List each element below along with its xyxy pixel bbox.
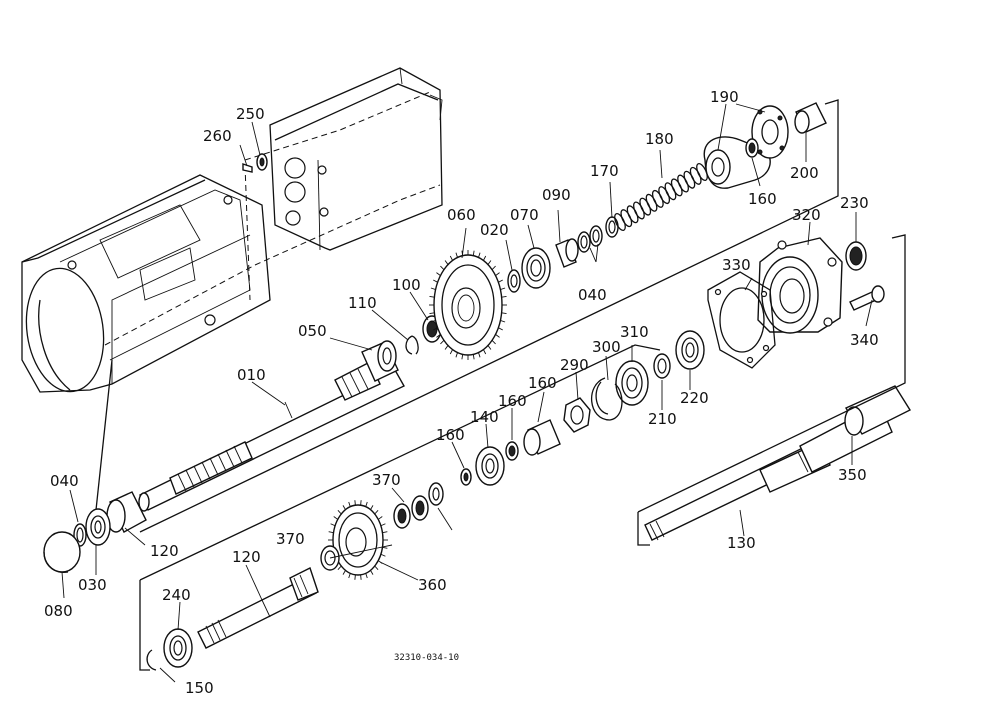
label-160-left: 160 <box>436 426 465 444</box>
upper-group-bracket <box>139 99 839 533</box>
part-090-collar <box>555 238 579 268</box>
label-210: 200 <box>790 164 819 182</box>
part-210-bushing <box>794 102 827 134</box>
part-010-shaft <box>138 361 405 512</box>
part-080-cap <box>43 531 81 573</box>
part-060-gear <box>429 250 507 360</box>
label-060: 060 <box>447 206 476 224</box>
label-340: 350 <box>838 466 867 484</box>
part-110-circlip <box>405 335 419 355</box>
lower-group-bracket-left <box>139 580 150 671</box>
label-220: 220 <box>680 389 709 407</box>
right-group-bracket <box>637 234 906 546</box>
label-040-front: 040 <box>50 472 79 490</box>
label-250: 240 <box>162 586 191 604</box>
part-160-ring-mid <box>505 441 519 461</box>
part-160-ring-lower <box>146 649 157 671</box>
part-250-bearing <box>163 628 193 668</box>
label-160-mid: 160 <box>498 392 527 410</box>
label-200: 190 <box>710 88 739 106</box>
label-030: 030 <box>78 576 107 594</box>
label-020: 020 <box>480 221 509 239</box>
part-290-nut <box>563 397 591 433</box>
label-150: 140 <box>470 408 499 426</box>
part-220-bearing <box>675 330 705 370</box>
label-290: 290 <box>560 356 589 374</box>
label-090: 090 <box>542 186 571 204</box>
label-280: 310 <box>620 323 649 341</box>
transmission-housing <box>21 67 443 511</box>
part-050-sleeve <box>361 340 399 382</box>
drawing-code: 32310-034-10 <box>394 653 459 663</box>
label-100: 100 <box>392 276 421 294</box>
label-160-lower: 150 <box>185 679 214 697</box>
part-280-bearing <box>615 360 649 406</box>
label-130: 130 <box>727 534 756 552</box>
label-370-left: 370 <box>276 530 305 548</box>
part-370-washer-right <box>428 482 444 506</box>
part-300-snap-ring <box>590 377 623 421</box>
label-270: 260 <box>203 127 232 145</box>
label-240: 230 <box>840 194 869 212</box>
label-160-upper: 160 <box>748 190 777 208</box>
label-110: 110 <box>348 294 377 312</box>
label-010: 010 <box>237 366 266 384</box>
part-200-flange <box>751 105 789 159</box>
label-330: 340 <box>850 331 879 349</box>
label-050: 050 <box>298 322 327 340</box>
part-040-ring-set <box>577 225 603 253</box>
part-240-seal <box>845 241 867 271</box>
label-190: 180 <box>645 130 674 148</box>
label-120: 120 <box>150 542 179 560</box>
part-330-bolt <box>849 285 885 311</box>
leader-lines <box>61 103 873 683</box>
part-030-bearing <box>85 508 111 546</box>
label-170: 160 <box>528 374 557 392</box>
part-340-bushing <box>844 385 912 436</box>
part-190-spring <box>614 163 708 231</box>
label-350: 360 <box>418 576 447 594</box>
part-160-circlip-upper <box>745 138 759 158</box>
part-120-sleeve <box>106 491 147 533</box>
label-320: 330 <box>722 256 751 274</box>
part-360-needle-bearings <box>393 495 429 529</box>
part-170-sleeve <box>523 419 561 456</box>
callout-labels: 250 260 010 050 110 100 060 020 070 090 … <box>44 88 879 697</box>
part-150-bearing <box>475 446 505 486</box>
label-310: 320 <box>792 206 821 224</box>
part-070-bearing <box>521 247 551 289</box>
label-260: 250 <box>236 105 265 123</box>
part-020-washer <box>507 269 521 293</box>
label-300: 300 <box>592 338 621 356</box>
part-310-bearing-housing <box>757 237 843 334</box>
part-320-gasket <box>707 271 776 369</box>
lower-group-bracket <box>139 344 661 581</box>
label-070: 070 <box>510 206 539 224</box>
part-230-collar <box>653 353 671 379</box>
label-230: 210 <box>648 410 677 428</box>
part-270-bolt <box>242 163 253 173</box>
label-180: 170 <box>590 162 619 180</box>
part-180-washer <box>605 216 619 238</box>
label-360: 370 <box>372 471 401 489</box>
label-040-upper: 040 <box>578 286 607 304</box>
part-140-shaft <box>197 567 319 649</box>
part-260-plug <box>256 153 268 171</box>
label-080: 080 <box>44 602 73 620</box>
label-140: 120 <box>232 548 261 566</box>
part-350-gear <box>328 500 388 580</box>
part-160-ring-left <box>460 468 472 486</box>
